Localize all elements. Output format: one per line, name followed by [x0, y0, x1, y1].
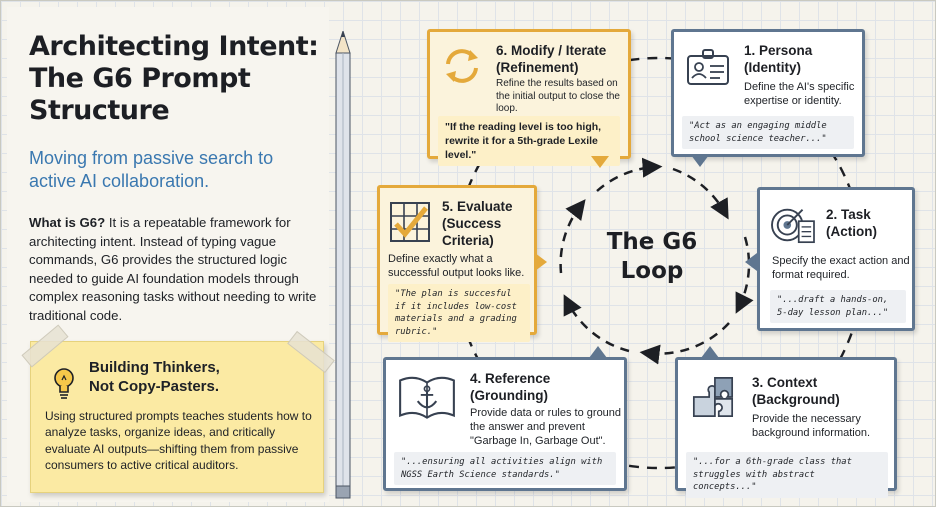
card-title: 5. Evaluate (Success Criteria) — [442, 198, 536, 249]
cycle-arrow — [672, 167, 729, 220]
card-pointer — [745, 253, 757, 271]
pencil-divider — [335, 31, 351, 499]
card-title-line: (Action) — [826, 224, 877, 239]
card-title-line: (Refinement) — [496, 60, 579, 75]
subtitle: Moving from passive search to active AI … — [29, 148, 274, 191]
card-task: 2. Task (Action) Specify the exact actio… — [757, 187, 915, 331]
cycle-arrow — [559, 199, 586, 274]
loop-label-line: Loop — [620, 258, 684, 284]
puzzle-icon — [692, 376, 734, 418]
card-title-line: (Success — [442, 216, 502, 231]
card-example-quote: "...for a 6th-grade class that struggles… — [686, 452, 888, 498]
title-line: Structure — [29, 95, 170, 126]
book-anchor-icon — [399, 376, 455, 419]
card-example-quote: "Act as an engaging middle school scienc… — [682, 116, 854, 149]
card-title-line: 2. Task — [826, 207, 871, 222]
card-pointer — [589, 346, 607, 358]
card-description: Specify the exact action and format requ… — [772, 255, 910, 281]
card-title-line: 6. Modify / Iterate — [496, 43, 607, 58]
note-title-line: Building Thinkers, — [89, 359, 220, 376]
card-pointer — [591, 156, 609, 168]
card-title: 3. Context (Background) — [752, 374, 896, 408]
card-persona: 1. Persona (Identity) Define the AI's sp… — [671, 29, 865, 157]
title-line: Architecting Intent: — [29, 31, 319, 62]
card-pointer — [701, 346, 719, 358]
card-title-line: 1. Persona — [744, 43, 813, 58]
refresh-arrows-icon — [446, 49, 478, 83]
note-title-line: Not Copy-Pasters. — [89, 378, 220, 395]
id-badge-icon — [687, 49, 729, 85]
note-text: Using structured prompts teaches student… — [45, 409, 312, 473]
card-description: Refine the results based on the initial … — [496, 78, 620, 114]
card-title: 6. Modify / Iterate (Refinement) — [496, 42, 630, 76]
note-title: Building Thinkers, Not Copy-Pasters. — [89, 358, 319, 396]
intro-lead: What is G6? — [29, 215, 106, 230]
loop-center-label: The G6 Loop — [592, 228, 712, 286]
card-evaluate: 5. Evaluate (Success Criteria) Define ex… — [377, 185, 537, 342]
checkbox-grid-icon — [390, 202, 430, 242]
card-example-quote: "...ensuring all activities align with N… — [394, 452, 616, 485]
card-reference: 4. Reference (Grounding) Provide data or… — [383, 357, 627, 491]
target-checklist-icon — [771, 208, 815, 244]
cycle-arrow — [735, 236, 754, 314]
card-description: Provide the necessary background informa… — [752, 413, 871, 439]
loop-label-line: The G6 — [606, 229, 698, 255]
card-title-line: 4. Reference — [470, 371, 551, 386]
intro-body: It is a repeatable framework for archite… — [29, 215, 317, 323]
card-example-quote: "...draft a hands-on, 5-day lesson plan.… — [770, 290, 906, 323]
card-description: Define exactly what a successful output … — [388, 253, 525, 279]
card-pointer — [535, 253, 547, 271]
intro-paragraph: What is G6? It is a repeatable framework… — [29, 214, 321, 326]
card-title-line: (Background) — [752, 392, 840, 407]
card-title-line: 5. Evaluate — [442, 199, 513, 214]
card-pointer — [691, 155, 709, 167]
title-line: The G6 Prompt — [29, 63, 251, 94]
card-title: 4. Reference (Grounding) — [470, 370, 626, 404]
sticky-note: Building Thinkers, Not Copy-Pasters. Usi… — [21, 324, 335, 493]
card-title-line: (Identity) — [744, 60, 801, 75]
lightbulb-icon — [54, 368, 74, 399]
card-modify: 6. Modify / Iterate (Refinement) Refine … — [427, 29, 631, 166]
card-description: Define the AI's specific expertise or id… — [744, 81, 855, 107]
card-example-quote: "If the reading level is too high, rewri… — [438, 116, 620, 166]
card-title: 1. Persona (Identity) — [744, 42, 862, 76]
card-title-line: 3. Context — [752, 375, 818, 390]
card-example-quote: "The plan is succesful if it includes lo… — [388, 284, 530, 342]
card-title-line: Criteria) — [442, 233, 494, 248]
card-title: 2. Task (Action) — [826, 206, 914, 240]
cycle-arrow — [563, 294, 630, 353]
card-title-line: (Grounding) — [470, 388, 548, 403]
card-context: 3. Context (Background) Provide the nece… — [675, 357, 897, 498]
cycle-arrow — [596, 157, 663, 192]
card-description: Provide data or rules to ground the answ… — [470, 407, 622, 447]
page-title: Architecting Intent: The G6 Prompt Struc… — [29, 31, 329, 127]
